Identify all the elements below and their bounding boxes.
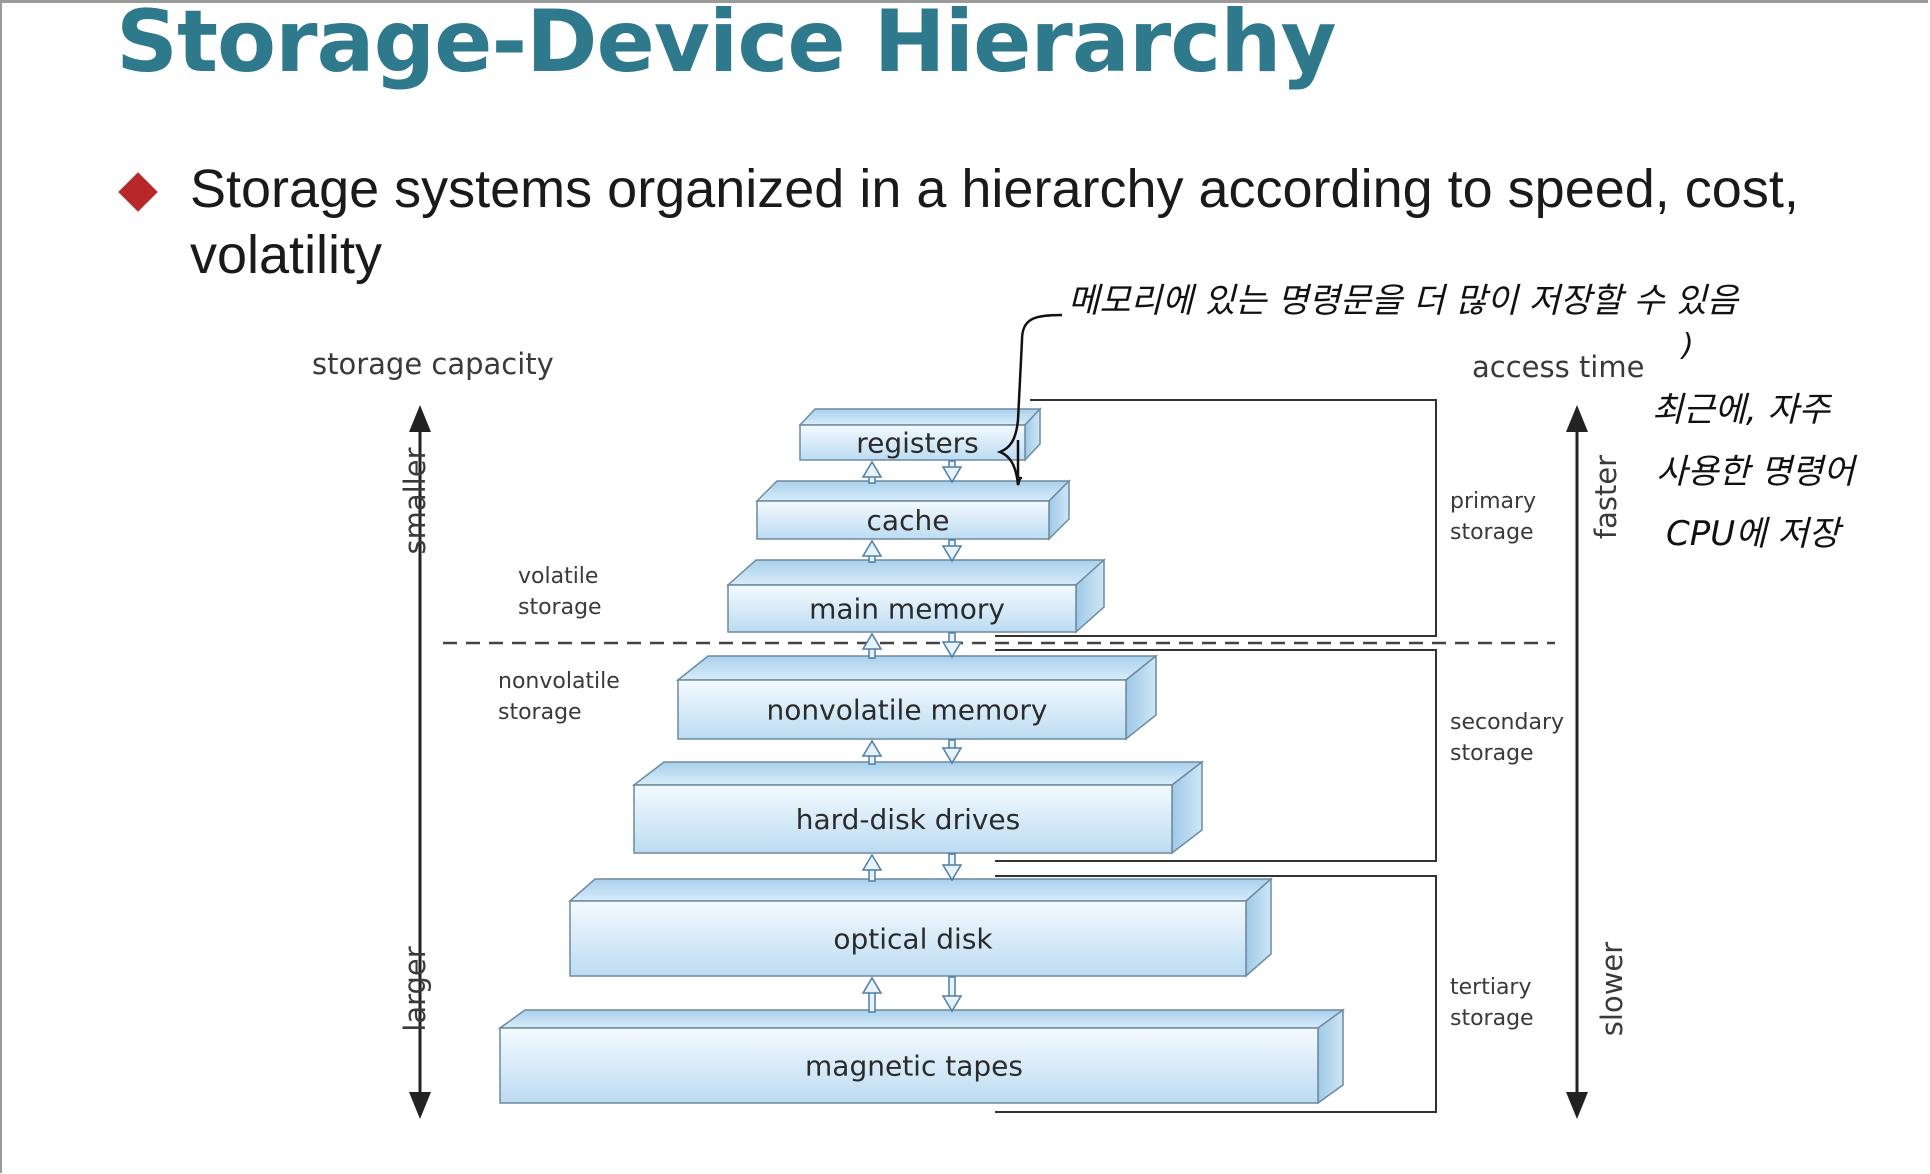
access-axis-up-arrow-icon xyxy=(1566,405,1588,432)
secondary-tier-bracket xyxy=(995,649,1437,862)
bullet-text: Storage systems organized in a hierarchy… xyxy=(190,159,1799,285)
level-optical-disk-label: optical disk xyxy=(833,923,993,956)
level-registers-label: registers xyxy=(856,427,979,460)
level-nonvolatile-memory-label: nonvolatile memory xyxy=(767,694,1048,727)
tertiary-tier-bracket xyxy=(995,875,1437,1113)
level-cache-face xyxy=(756,500,1050,540)
capacity-smaller-label: smaller xyxy=(398,447,432,555)
level-registers-top xyxy=(798,408,1042,426)
up-transfer-arrow-icon xyxy=(861,460,883,484)
level-registers-face xyxy=(799,424,1026,461)
handwritten-brace xyxy=(996,313,1063,486)
level-nonvolatile-memory-face xyxy=(677,679,1127,740)
capacity-axis-up-arrow-icon xyxy=(409,405,431,432)
level-main-memory-face xyxy=(727,584,1077,633)
up-transfer-arrow-icon xyxy=(861,539,883,563)
level-registers: registers xyxy=(798,407,1042,462)
level-magnetic-tapes-top xyxy=(497,1009,1346,1029)
primary-storage-label: primary storage xyxy=(1450,489,1537,545)
up-transfer-arrow-icon xyxy=(861,632,883,659)
level-magnetic-tapes: magnetic tapes xyxy=(497,1008,1346,1105)
level-magnetic-tapes-face xyxy=(499,1027,1319,1104)
down-transfer-arrow-icon xyxy=(941,539,963,563)
down-transfer-arrow-icon xyxy=(941,976,963,1013)
level-optical-disk-top xyxy=(568,878,1273,902)
level-cache-top xyxy=(755,480,1071,502)
up-transfer-arrow-icon xyxy=(861,976,883,1013)
handwritten-top-note: 메모리에 있는 명령문을 더 많이 저장할 수 있음 xyxy=(1068,281,1738,321)
level-optical-disk: optical disk xyxy=(568,877,1273,978)
capacity-axis-down-arrow-icon xyxy=(409,1092,431,1119)
capacity-axis-label: storage capacity xyxy=(312,347,554,381)
level-cache-label: cache xyxy=(867,504,950,537)
level-optical-disk-face xyxy=(569,900,1247,977)
level-hard-disk-drives-label: hard-disk drives xyxy=(796,803,1021,836)
level-nonvolatile-memory-top xyxy=(675,655,1159,681)
slide-title: Storage-Device Hierarchy xyxy=(116,0,1337,92)
primary-tier-bracket xyxy=(995,399,1437,637)
handwritten-paren: ) xyxy=(1682,328,1694,363)
access-slower-label: slower xyxy=(1595,941,1629,1037)
level-cache: cache xyxy=(755,479,1071,541)
handwritten-side-note-2: 사용한 명령어 xyxy=(1656,452,1855,492)
up-transfer-arrow-icon xyxy=(861,853,883,882)
up-transfer-arrow-icon xyxy=(861,739,883,765)
level-magnetic-tapes-label: magnetic tapes xyxy=(805,1050,1023,1083)
down-transfer-arrow-icon xyxy=(941,632,963,659)
level-hard-disk-drives-top xyxy=(631,761,1205,786)
level-nonvolatile-memory: nonvolatile memory xyxy=(675,654,1159,741)
handwritten-side-note-3: CPU에 저장 xyxy=(1666,514,1840,554)
volatile-storage-label: volatile storage xyxy=(518,564,602,620)
level-main-memory-top xyxy=(726,559,1106,586)
tertiary-storage-label: tertiary storage xyxy=(1450,975,1534,1031)
handwritten-side-note-1: 최근에, 자주 xyxy=(1652,390,1831,430)
access-faster-label: faster xyxy=(1589,454,1623,540)
secondary-storage-label: secondary storage xyxy=(1450,710,1565,766)
capacity-larger-label: larger xyxy=(398,946,432,1032)
level-main-memory-label: main memory xyxy=(809,593,1005,626)
level-hard-disk-drives: hard-disk drives xyxy=(631,760,1205,855)
level-main-memory: main memory xyxy=(726,558,1106,634)
access-axis-down-arrow-icon xyxy=(1566,1092,1588,1119)
nonvolatile-storage-label: nonvolatile storage xyxy=(498,669,620,725)
level-hard-disk-drives-face xyxy=(633,784,1173,854)
down-transfer-arrow-icon xyxy=(941,739,963,765)
down-transfer-arrow-icon xyxy=(941,460,963,484)
down-transfer-arrow-icon xyxy=(941,853,963,882)
access-axis-label: access time xyxy=(1472,350,1645,384)
